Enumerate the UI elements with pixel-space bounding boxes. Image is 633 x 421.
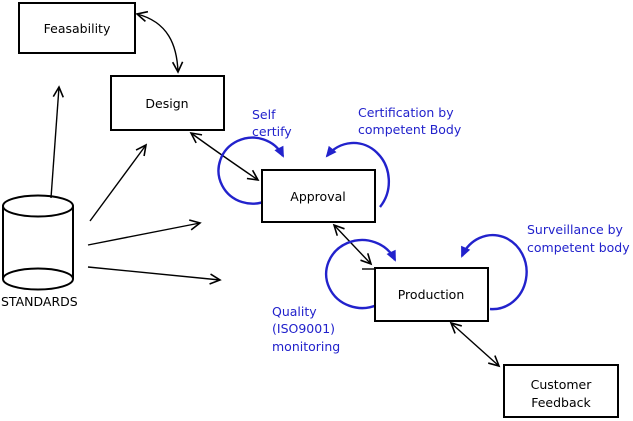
- arrow-standards-to-production: [87, 266, 222, 285]
- approval-label: Approval: [290, 189, 345, 204]
- arrow-approval-production: [332, 223, 373, 266]
- cylinder-top: [2, 194, 74, 218]
- self-loops: [217, 136, 528, 311]
- customer-feedback-label-line2: Feedback: [531, 395, 591, 410]
- node-feasability: Feasability: [18, 2, 136, 54]
- node-approval: Approval: [261, 169, 376, 223]
- design-box: [110, 75, 225, 131]
- annotation-surveillance: Surveillance by competent body: [527, 222, 630, 255]
- arrow-design-approval: [189, 131, 260, 182]
- connector-arrows: [50, 10, 501, 368]
- self-certify-line1: Self: [252, 107, 276, 122]
- quality-line3: monitoring: [272, 339, 340, 354]
- feasability-box: [18, 2, 136, 54]
- surveillance-line1: Surveillance by: [527, 222, 624, 237]
- annotation-certification: Certification by competent Body: [358, 105, 462, 137]
- standards-label: STANDARDS: [1, 294, 78, 309]
- annotation-quality-monitoring: Quality (ISO9001) monitoring: [272, 304, 340, 354]
- customer-feedback-label-line1: Customer: [531, 377, 593, 392]
- arrow-standards-to-approval: [87, 219, 202, 246]
- self-certify-line2: certify: [252, 124, 292, 139]
- quality-monitoring-loop: [325, 238, 397, 310]
- certification-line2: competent Body: [358, 122, 462, 137]
- approval-box: [261, 169, 376, 223]
- node-production: Production: [374, 267, 489, 322]
- node-customer-feedback: Customer Feedback: [503, 364, 619, 418]
- surveillance-loop: [460, 233, 528, 311]
- certification-line1: Certification by: [358, 105, 454, 120]
- arrow-standards-to-feasability: [50, 85, 65, 199]
- arrow-production-customer-feedback: [449, 321, 501, 368]
- surveillance-line2: competent body: [527, 240, 630, 255]
- self-certify-loop: [217, 136, 285, 205]
- quality-line1: Quality: [272, 304, 317, 319]
- node-design: Design: [110, 75, 225, 131]
- production-label: Production: [398, 287, 465, 302]
- customer-feedback-box: [503, 364, 619, 418]
- arrow-feasability-design: [135, 10, 184, 74]
- certification-loop: [325, 141, 390, 208]
- annotation-self-certify: Self certify: [252, 107, 292, 139]
- node-standards: STANDARDS: [1, 194, 78, 309]
- cylinder-bottom: [2, 267, 74, 291]
- feasability-label: Feasability: [44, 21, 111, 36]
- production-box: [374, 267, 489, 322]
- arrow-standards-to-design: [89, 143, 148, 222]
- quality-line2: (ISO9001): [272, 321, 335, 336]
- design-label: Design: [145, 96, 188, 111]
